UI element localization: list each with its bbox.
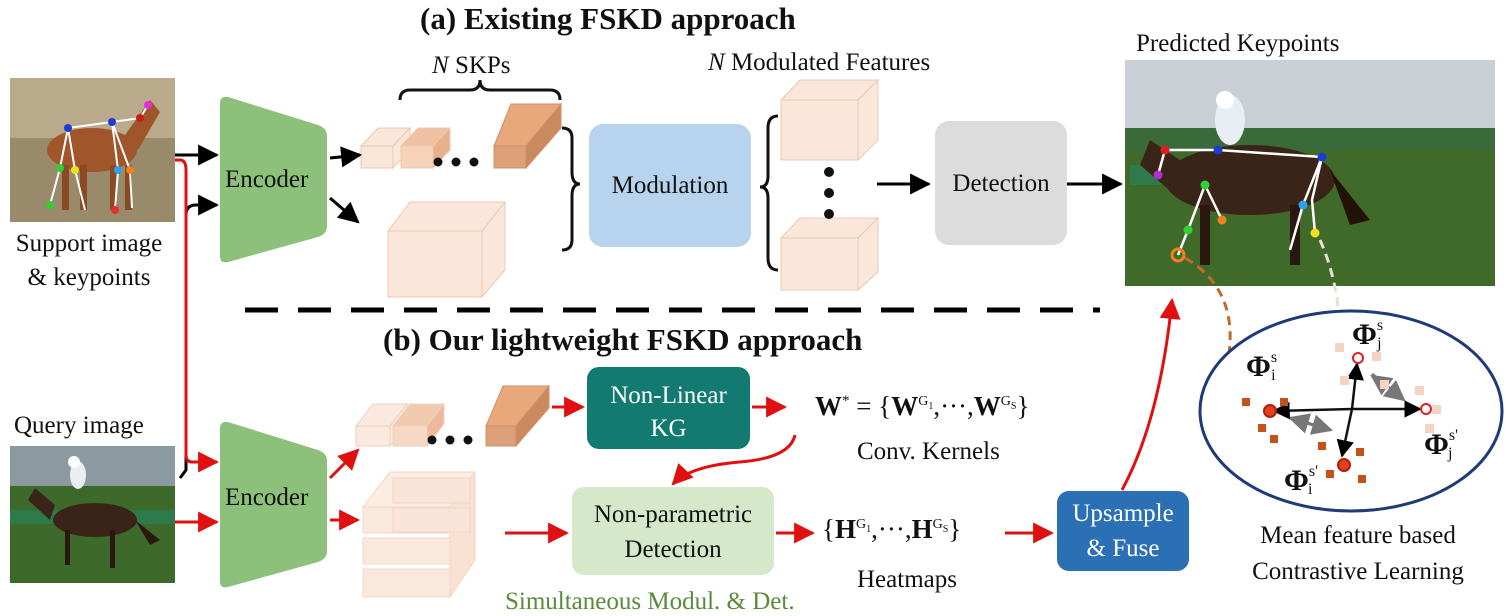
- simul-label: Simultaneous Modul. & Det.: [505, 588, 795, 615]
- contrastive-line2: Contrastive Learning: [1252, 558, 1464, 585]
- npd-line1: Non-parametric: [593, 501, 753, 528]
- upsample-box: [1057, 491, 1189, 571]
- encoder-a-label: Encoder: [225, 166, 309, 193]
- detection-box: [935, 121, 1067, 245]
- npd-line2: Detection: [624, 536, 722, 563]
- phi-j-s: Φsj: [1352, 317, 1384, 352]
- upsample-line1: Upsample: [1072, 500, 1174, 527]
- encoder-b-label: Encoder: [225, 484, 309, 511]
- feature-stack-b: [361, 470, 476, 599]
- encoder-a: [220, 96, 327, 263]
- kg-box: [587, 367, 750, 449]
- phi-i-s2: Φs'i: [1284, 463, 1318, 498]
- skp-cubes-b: [354, 384, 551, 448]
- weights-formula: W* = {WG1,···,WGS}: [815, 391, 1030, 421]
- skps-label: N SKPs: [432, 52, 511, 79]
- modulated-label: N Modulated Features: [708, 49, 931, 76]
- kernels-label: Conv. Kernels: [857, 438, 1000, 465]
- phi-i-s: Φsi: [1246, 349, 1278, 384]
- support-image: [10, 78, 175, 222]
- title-b: (b) Our lightweight FSKD approach: [383, 322, 863, 357]
- skp-cubes-a: [359, 102, 563, 170]
- kg-line2: KG: [650, 415, 687, 442]
- brace-skps: [398, 79, 562, 101]
- encoder-b: [220, 421, 327, 588]
- feature-cube-a: [386, 200, 507, 299]
- modulated-cubes: [779, 78, 880, 292]
- query-image: [10, 446, 175, 583]
- phi-j-s2: Φs'j: [1424, 427, 1458, 462]
- support-line1: Support image: [15, 230, 163, 257]
- detection-label: Detection: [952, 170, 1050, 197]
- contrastive-line1: Mean feature based: [1260, 522, 1456, 549]
- heatmaps-formula: {HG1,···,HGS}: [822, 514, 962, 544]
- heatmaps-label: Heatmaps: [857, 566, 957, 593]
- kg-line1: Non-Linear: [610, 382, 727, 409]
- npd-box: [572, 487, 774, 575]
- arrows-a: [175, 144, 1124, 479]
- title-a: (a) Existing FSKD approach: [420, 1, 796, 36]
- predicted-label: Predicted Keypoints: [1136, 30, 1340, 57]
- predicted-image: [1125, 60, 1495, 286]
- modulation-label: Modulation: [611, 172, 729, 199]
- query-label: Query image: [14, 412, 144, 439]
- upsample-line2: & Fuse: [1086, 535, 1160, 562]
- support-line2: & keypoints: [27, 264, 151, 291]
- contrastive-ellipse: [1198, 309, 1504, 513]
- brace-left: [759, 114, 779, 272]
- modulation-box: [589, 124, 751, 247]
- brace-right: [561, 126, 581, 252]
- arrows-b: [175, 158, 1181, 544]
